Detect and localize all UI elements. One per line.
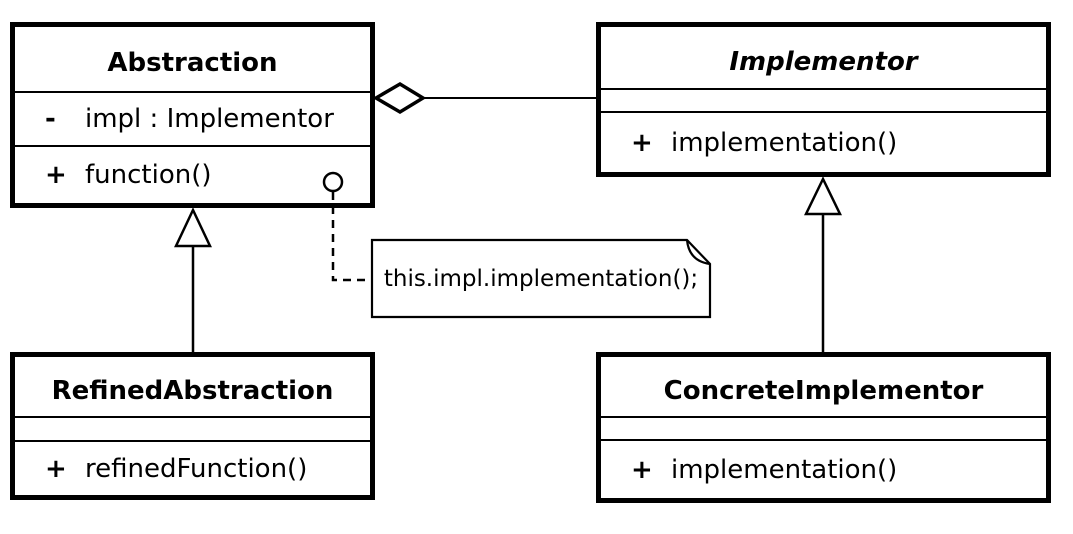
aggregation-connector [372,81,599,115]
class-concrete-implementor-methods: + implementation() [601,441,1046,498]
visibility-marker: - [45,104,56,134]
class-implementor-methods: + implementation() [601,113,1046,172]
class-implementor-name: Implementor [601,27,1046,90]
method-row: + function() [15,160,212,190]
class-abstraction: Abstraction - impl : Implementor + funct… [10,22,375,208]
class-refined-abstraction-methods: + refinedFunction() [15,442,370,495]
visibility-marker: + [45,160,67,190]
method-row: + implementation() [601,455,897,485]
generalization-concrete-to-implementor [804,176,842,352]
visibility-marker: + [631,454,653,485]
visibility-marker: + [631,127,653,158]
note-text: this.impl.implementation(); [383,265,699,292]
aggregation-diamond-icon [372,81,427,115]
class-refined-abstraction-attributes [15,418,370,442]
class-implementor-attributes [601,90,1046,113]
class-refined-abstraction: RefinedAbstraction + refinedFunction() [10,352,375,500]
generalization-refined-to-abstraction [174,207,212,352]
class-concrete-implementor-attributes [601,418,1046,441]
attribute-text: impl : Implementor [85,104,334,134]
method-text: function() [85,160,212,190]
inheritance-triangle-icon [174,207,212,248]
method-text: refinedFunction() [85,453,308,484]
inheritance-triangle-icon [804,176,842,216]
visibility-marker: + [45,453,67,484]
method-text: implementation() [671,454,898,485]
attribute-row: - impl : Implementor [15,104,334,134]
class-abstraction-methods: + function() [15,147,370,203]
class-concrete-implementor: ConcreteImplementor + implementation() [596,352,1051,503]
class-concrete-implementor-name: ConcreteImplementor [601,357,1046,418]
class-implementor: Implementor + implementation() [596,22,1051,177]
method-row: + implementation() [601,128,897,158]
class-abstraction-attributes: - impl : Implementor [15,93,370,147]
class-refined-abstraction-name: RefinedAbstraction [15,357,370,418]
class-abstraction-name: Abstraction [15,27,370,93]
method-row: + refinedFunction() [15,454,307,484]
method-text: implementation() [671,127,898,158]
